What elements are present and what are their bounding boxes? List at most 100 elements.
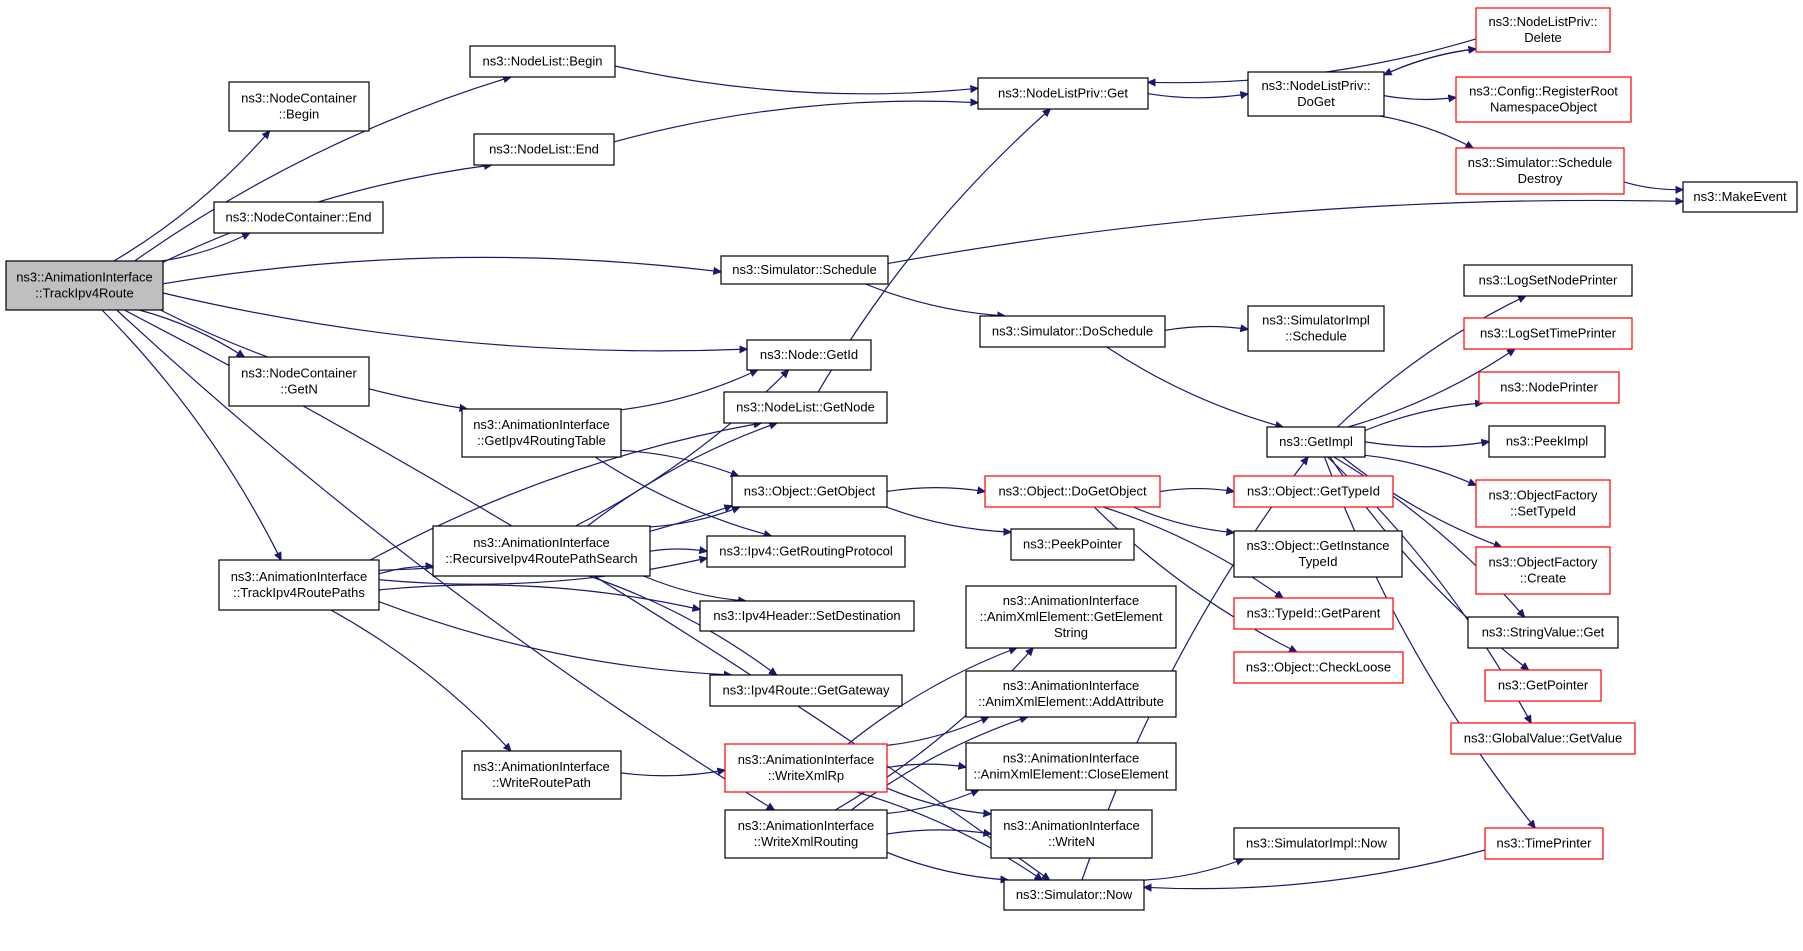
node-nodecontainer_begin[interactable]: ns3::NodeContainer::Begin <box>228 81 370 132</box>
node-box-root[interactable] <box>5 260 164 311</box>
node-box-objectfactory_create[interactable] <box>1475 546 1611 595</box>
node-box-logsettimeprinter[interactable] <box>1463 317 1633 350</box>
node-box-makeevent[interactable] <box>1682 181 1798 213</box>
node-peekimpl[interactable]: ns3::PeekImpl <box>1488 425 1606 458</box>
node-box-simulator_now[interactable] <box>1003 879 1145 911</box>
node-box-anim_addattribute[interactable] <box>965 670 1177 718</box>
node-box-nodecontainer_begin[interactable] <box>228 81 370 132</box>
node-box-objectfactory_settypeid[interactable] <box>1475 479 1611 528</box>
node-simulator_now[interactable]: ns3::Simulator::Now <box>1003 879 1145 911</box>
node-object_dogetobject[interactable]: ns3::Object::DoGetObject <box>984 475 1161 508</box>
node-box-ai_trackipv4routepaths[interactable] <box>218 559 380 611</box>
node-nodelist_getnode[interactable]: ns3::NodeList::GetNode <box>723 391 888 424</box>
node-object_gettypeid[interactable]: ns3::Object::GetTypeId <box>1233 475 1394 508</box>
node-box-getpointer[interactable] <box>1484 669 1602 702</box>
node-simulatorimpl_now[interactable]: ns3::SimulatorImpl::Now <box>1233 827 1400 860</box>
node-box-anim_closeelement[interactable] <box>965 742 1177 791</box>
node-node_getid[interactable]: ns3::Node::GetId <box>746 339 872 371</box>
node-peekpointer[interactable]: ns3::PeekPointer <box>1010 528 1135 561</box>
node-anim_getelementstring[interactable]: ns3::AnimationInterface::AnimXmlElement:… <box>965 585 1177 649</box>
node-box-nodelist_getnode[interactable] <box>723 391 888 424</box>
node-box-nodelistpriv_delete[interactable] <box>1475 7 1611 53</box>
node-timeprinter[interactable]: ns3::TimePrinter <box>1484 827 1604 860</box>
node-box-globalvalue_getvalue[interactable] <box>1450 722 1636 755</box>
node-box-peekpointer[interactable] <box>1010 528 1135 561</box>
node-box-ai_writexmlrouting[interactable] <box>724 809 888 859</box>
node-nodelistpriv_get[interactable]: ns3::NodeListPriv::Get <box>977 77 1149 110</box>
node-box-ai_writeroutepath[interactable] <box>461 750 622 800</box>
node-simulator_doschedule[interactable]: ns3::Simulator::DoSchedule <box>979 315 1166 348</box>
node-box-node_getid[interactable] <box>746 339 872 371</box>
node-getpointer[interactable]: ns3::GetPointer <box>1484 669 1602 702</box>
node-ai_writeroutepath[interactable]: ns3::AnimationInterface::WriteRoutePath <box>461 750 622 800</box>
node-anim_addattribute[interactable]: ns3::AnimationInterface::AnimXmlElement:… <box>965 670 1177 718</box>
node-box-timeprinter[interactable] <box>1484 827 1604 860</box>
node-ipv4route_getgateway[interactable]: ns3::Ipv4Route::GetGateway <box>709 674 903 707</box>
node-box-ai_recursive[interactable] <box>432 525 651 577</box>
node-ai_recursive[interactable]: ns3::AnimationInterface::RecursiveIpv4Ro… <box>432 525 651 577</box>
node-box-object_getinstancetypeid[interactable] <box>1233 530 1403 578</box>
node-box-nodelist_end[interactable] <box>473 133 615 166</box>
node-nodelistpriv_delete[interactable]: ns3::NodeListPriv::Delete <box>1475 7 1611 53</box>
node-objectfactory_settypeid[interactable]: ns3::ObjectFactory::SetTypeId <box>1475 479 1611 528</box>
node-ai_writexmlrp[interactable]: ns3::AnimationInterface::WriteXmlRp <box>724 743 888 793</box>
node-ai_writen[interactable]: ns3::AnimationInterface::WriteN <box>990 809 1153 859</box>
node-stringvalue_get[interactable]: ns3::StringValue::Get <box>1467 616 1619 649</box>
node-ai_getipv4routingtable[interactable]: ns3::AnimationInterface::GetIpv4RoutingT… <box>461 408 622 458</box>
node-box-ipv4header_setdestination[interactable] <box>699 600 915 632</box>
node-box-simulator_scheduledestroy[interactable] <box>1455 147 1625 195</box>
node-box-anim_getelementstring[interactable] <box>965 585 1177 649</box>
node-box-getimpl[interactable] <box>1266 426 1366 458</box>
node-logsettimeprinter[interactable]: ns3::LogSetTimePrinter <box>1463 317 1633 350</box>
node-nodelistpriv_doget[interactable]: ns3::NodeListPriv::DoGet <box>1247 71 1385 117</box>
node-box-logsetnodeprinter[interactable] <box>1463 264 1633 297</box>
node-box-ipv4_getroutingprotocol[interactable] <box>706 535 906 568</box>
node-box-config_registerroot[interactable] <box>1455 76 1632 123</box>
node-typeid_getparent[interactable]: ns3::TypeId::GetParent <box>1233 597 1394 630</box>
node-box-object_checkloose[interactable] <box>1233 651 1404 684</box>
node-ai_trackipv4routepaths[interactable]: ns3::AnimationInterface::TrackIpv4RouteP… <box>218 559 380 611</box>
node-nodelist_begin[interactable]: ns3::NodeList::Begin <box>469 45 616 78</box>
node-box-object_dogetobject[interactable] <box>984 475 1161 508</box>
node-getimpl[interactable]: ns3::GetImpl <box>1266 426 1366 458</box>
node-logsetnodeprinter[interactable]: ns3::LogSetNodePrinter <box>1463 264 1633 297</box>
node-box-simulatorimpl_now[interactable] <box>1233 827 1400 860</box>
node-simulator_schedule[interactable]: ns3::Simulator::Schedule <box>720 255 889 285</box>
node-box-nodelistpriv_doget[interactable] <box>1247 71 1385 117</box>
node-anim_closeelement[interactable]: ns3::AnimationInterface::AnimXmlElement:… <box>965 742 1177 791</box>
node-box-simulator_schedule[interactable] <box>720 255 889 285</box>
node-ai_writexmlrouting[interactable]: ns3::AnimationInterface::WriteXmlRouting <box>724 809 888 859</box>
node-makeevent[interactable]: ns3::MakeEvent <box>1682 181 1798 213</box>
node-root[interactable]: ns3::AnimationInterface::TrackIpv4Route <box>5 260 164 311</box>
node-box-simulatorimpl_schedule[interactable] <box>1247 305 1385 352</box>
node-nodecontainer_getn[interactable]: ns3::NodeContainer::GetN <box>228 356 370 407</box>
node-nodecontainer_end[interactable]: ns3::NodeContainer::End <box>213 201 384 234</box>
node-object_checkloose[interactable]: ns3::Object::CheckLoose <box>1233 651 1404 684</box>
node-box-object_gettypeid[interactable] <box>1233 475 1394 508</box>
node-objectfactory_create[interactable]: ns3::ObjectFactory::Create <box>1475 546 1611 595</box>
node-nodeprinter[interactable]: ns3::NodePrinter <box>1478 371 1620 404</box>
node-box-ai_writen[interactable] <box>990 809 1153 859</box>
node-box-stringvalue_get[interactable] <box>1467 616 1619 649</box>
node-box-ai_getipv4routingtable[interactable] <box>461 408 622 458</box>
node-box-nodecontainer_getn[interactable] <box>228 356 370 407</box>
node-box-simulator_doschedule[interactable] <box>979 315 1166 348</box>
node-box-object_getobject[interactable] <box>731 475 888 508</box>
node-box-nodeprinter[interactable] <box>1478 371 1620 404</box>
node-box-nodecontainer_end[interactable] <box>213 201 384 234</box>
node-box-nodelistpriv_get[interactable] <box>977 77 1149 110</box>
node-box-ipv4route_getgateway[interactable] <box>709 674 903 707</box>
node-nodelist_end[interactable]: ns3::NodeList::End <box>473 133 615 166</box>
node-box-peekimpl[interactable] <box>1488 425 1606 458</box>
node-box-nodelist_begin[interactable] <box>469 45 616 78</box>
node-box-ai_writexmlrp[interactable] <box>724 743 888 793</box>
node-ipv4header_setdestination[interactable]: ns3::Ipv4Header::SetDestination <box>699 600 915 632</box>
node-object_getobject[interactable]: ns3::Object::GetObject <box>731 475 888 508</box>
node-simulatorimpl_schedule[interactable]: ns3::SimulatorImpl::Schedule <box>1247 305 1385 352</box>
node-box-typeid_getparent[interactable] <box>1233 597 1394 630</box>
node-globalvalue_getvalue[interactable]: ns3::GlobalValue::GetValue <box>1450 722 1636 755</box>
node-ipv4_getroutingprotocol[interactable]: ns3::Ipv4::GetRoutingProtocol <box>706 535 906 568</box>
